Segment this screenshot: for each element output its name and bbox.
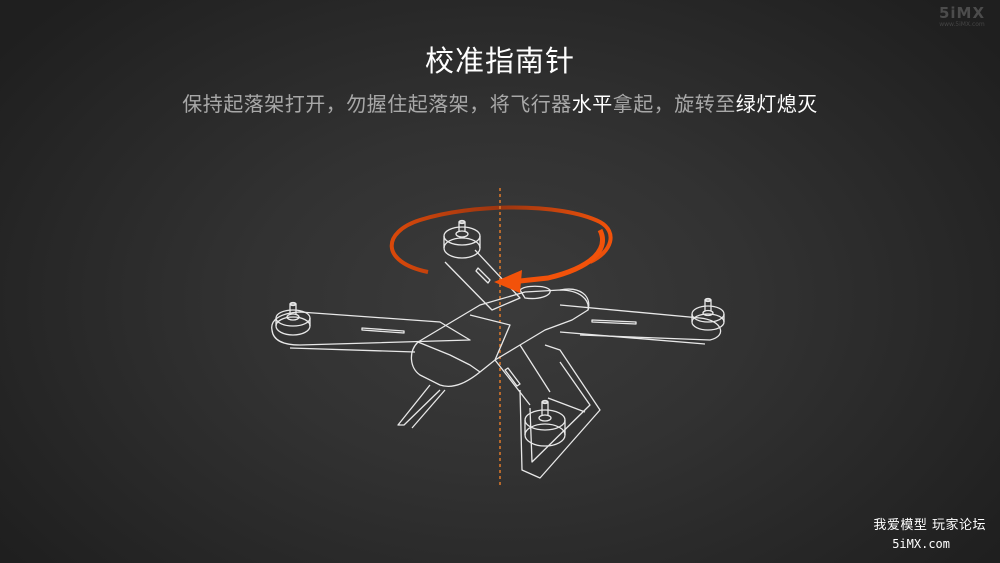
rotation-arrow (494, 228, 605, 293)
subtitle-highlight-level: 水平 (571, 92, 613, 116)
motor-front (524, 399, 566, 447)
drone-wireframe (271, 219, 725, 479)
arrow-head-icon (494, 270, 522, 293)
brand-logo-url: www.5iMX.com (939, 21, 985, 28)
motor-rear (443, 219, 481, 259)
arm-left (271, 311, 471, 353)
landing-gear-rear (397, 384, 446, 429)
arm-front (494, 344, 551, 406)
landing-gear-front (519, 344, 601, 479)
arm-right (559, 304, 722, 345)
brand-logo-text: 5iMX (938, 4, 986, 22)
motor-right (691, 297, 725, 331)
motor-left (275, 301, 311, 336)
slide-title: 校准指南针 (424, 44, 575, 78)
watermark-line2: 5iMX.com (892, 537, 950, 551)
brand-logo: 5iMX www.5iMX.com (932, 6, 992, 28)
watermark-line1: 我爱模型 玩家论坛 (873, 518, 986, 533)
subtitle-part1: 保持起落架打开，勿握住起落架，将飞行器 (182, 92, 572, 116)
arm-rear-left (444, 249, 521, 311)
drone-body (410, 285, 590, 387)
subtitle-part2: 拿起，旋转至 (612, 92, 736, 116)
watermark: 我爱模型 玩家论坛 5iMX.com (873, 514, 986, 551)
rotation-ring-back (389, 205, 613, 274)
slide-subtitle: 保持起落架打开，勿握住起落架，将飞行器水平拿起，旋转至绿灯熄灭 (0, 88, 1000, 117)
subtitle-highlight-green-light-off: 绿灯熄灭 (735, 92, 818, 116)
